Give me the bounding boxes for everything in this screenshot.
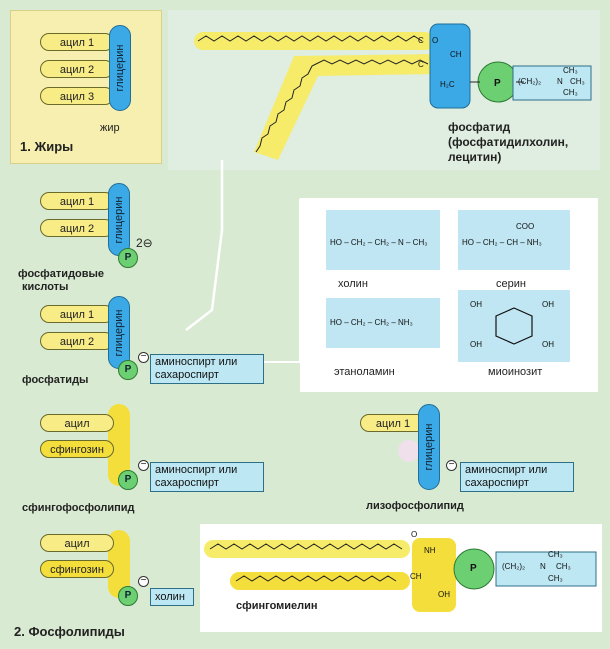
- pt-headgroup-box: аминоспирт или сахароспирт: [150, 354, 264, 384]
- sm-chem-ch: CH: [410, 572, 422, 581]
- lyso-caption: лизофосфолипид: [366, 500, 464, 512]
- choline-label: холин: [338, 278, 368, 290]
- serine-panel: [458, 210, 570, 270]
- phosphatide-choline-box: [512, 65, 592, 101]
- lyso-headgroup-line-2: сахароспирт: [465, 477, 529, 489]
- sphingo-headgroup-line-2: сахароспирт: [155, 477, 219, 489]
- serine-formula: HO – CH₂ – CH – NH₃: [462, 238, 542, 247]
- pa-acyl-2: ацил 2: [40, 219, 114, 237]
- pt-phosphate: P: [118, 360, 138, 380]
- sm-sphingosine: сфингозин: [40, 560, 114, 578]
- phosphatide-chem-ch3-right: CH₃: [570, 77, 585, 86]
- pt-caption: фосфатиды: [22, 374, 89, 386]
- sphingo-headgroup-line-1: аминоспирт или: [155, 464, 238, 476]
- phosphatide-caption-2: (фосфатидилхолин,: [448, 135, 569, 149]
- pa-phosphate: P: [118, 248, 138, 268]
- fat-acyl-1: ацил 1: [40, 33, 114, 51]
- pa-glycerol: глицерин: [108, 183, 130, 256]
- pa-caption-2: кислоты: [22, 281, 69, 293]
- section-1-title: 1. Жиры: [20, 139, 74, 154]
- sm-chem-group: (CH₂)₂: [502, 562, 526, 571]
- phosphatide-chain-2: [255, 59, 429, 153]
- sphingo-charge: −: [138, 460, 149, 471]
- phosphatide-chem-h2c: H₂C: [440, 80, 455, 89]
- sm-chem-ch3-right: CH₃: [556, 562, 571, 571]
- pt-headgroup-line-2: сахароспирт: [155, 369, 219, 381]
- phosphatide-chem-ch3-top: CH₃: [563, 66, 578, 75]
- lyso-charge: −: [446, 460, 457, 471]
- phosphatide-structure: [194, 23, 592, 160]
- pt-charge: −: [138, 352, 149, 363]
- phosphatide-chem-n: N: [557, 77, 563, 86]
- myoinositol-oh-2: OH: [542, 300, 554, 309]
- sm-chem-nh: NH: [424, 546, 436, 555]
- phosphatide-chem-p: P: [494, 78, 501, 89]
- pt-headgroup-line-1: аминоспирт или: [155, 356, 238, 368]
- pa-charge: 2⊖: [136, 236, 153, 250]
- lyso-acyl: ацил 1: [360, 414, 426, 432]
- myoinositol-oh-4: OH: [542, 340, 554, 349]
- serine-coo: COO: [516, 222, 535, 231]
- phosphatide-caption-1: фосфатид: [448, 120, 511, 134]
- sm-chem-o: O: [411, 530, 418, 539]
- sm-chem-n: N: [540, 562, 546, 571]
- sphingo-phosphate: P: [118, 470, 138, 490]
- phosphatide-chem-ch3-bottom: CH₃: [563, 88, 578, 97]
- pt-glycerol: глицерин: [108, 296, 130, 369]
- fat-acyl-3: ацил 3: [40, 87, 114, 105]
- myoinositol-oh-3: OH: [470, 340, 482, 349]
- serine-label: серин: [496, 278, 526, 290]
- phosphatide-chem-o1: O: [432, 36, 439, 45]
- pt-acyl-1: ацил 1: [40, 305, 114, 323]
- phosphatide-glycerol: [429, 23, 471, 109]
- sphingo-sphingosine: сфингозин: [40, 440, 114, 458]
- phosphatide-chem-c2: C: [418, 60, 424, 69]
- myoinositol-oh-1: OH: [470, 300, 482, 309]
- myoinositol-ring: [495, 307, 533, 345]
- choline-formula: HO – CH₂ – CH₂ – N – CH₃: [330, 238, 428, 247]
- sm-acyl: ацил: [40, 534, 114, 552]
- phosphatide-caption-3: лецитин): [448, 150, 502, 164]
- fat-glycerol: глицерин: [109, 25, 131, 111]
- sphingo-acyl: ацил: [40, 414, 114, 432]
- phosphatide-chem-ch: CH: [450, 50, 462, 59]
- lyso-glycerol: глицерин: [418, 404, 440, 490]
- fat-caption: жир: [100, 122, 120, 134]
- sm-chem-ch3-top: CH₃: [548, 550, 563, 559]
- sm-chem-p: P: [470, 563, 477, 574]
- sphingo-caption: сфингофосфолипид: [22, 502, 135, 514]
- pt-acyl-2: ацил 2: [40, 332, 114, 350]
- myoinositol-label: миоинозит: [488, 366, 543, 378]
- sphingo-headgroup-box: аминоспирт или сахароспирт: [150, 462, 264, 492]
- sm-headgroup-box: холин: [150, 588, 194, 606]
- sm-caption: сфингомиелин: [236, 600, 318, 612]
- pa-caption-1: фосфатидовые: [18, 268, 105, 280]
- sm-phosphate: P: [118, 586, 138, 606]
- ethanolamine-label: этаноламин: [334, 366, 395, 378]
- phosphatide-chem-group: (CH₂)₂: [518, 77, 542, 86]
- myoinositol-panel: [458, 290, 570, 362]
- phosphatide-chem-c1: C: [418, 36, 424, 45]
- lyso-headgroup-line-1: аминоспирт или: [465, 464, 548, 476]
- phosphatide-chain-1: [197, 35, 423, 42]
- sm-structure: [204, 538, 597, 612]
- choline-panel: [326, 210, 440, 270]
- sm-chem-ch3-bottom: CH₃: [548, 574, 563, 583]
- lyso-hydroxyl-spot: [398, 440, 420, 462]
- section-2-title: 2. Фосфолипиды: [14, 624, 125, 639]
- pa-acyl-1: ацил 1: [40, 192, 114, 210]
- ethanolamine-panel: [326, 298, 440, 348]
- lyso-headgroup-box: аминоспирт или сахароспирт: [460, 462, 574, 492]
- phosphatide-chain-2-highlight: [254, 54, 436, 160]
- sm-backbone: [108, 530, 130, 598]
- sm-chem-oh: OH: [438, 590, 450, 599]
- sm-charge: −: [138, 576, 149, 587]
- ethanolamine-formula: HO – CH₂ – CH₂ – NH₃: [330, 318, 413, 327]
